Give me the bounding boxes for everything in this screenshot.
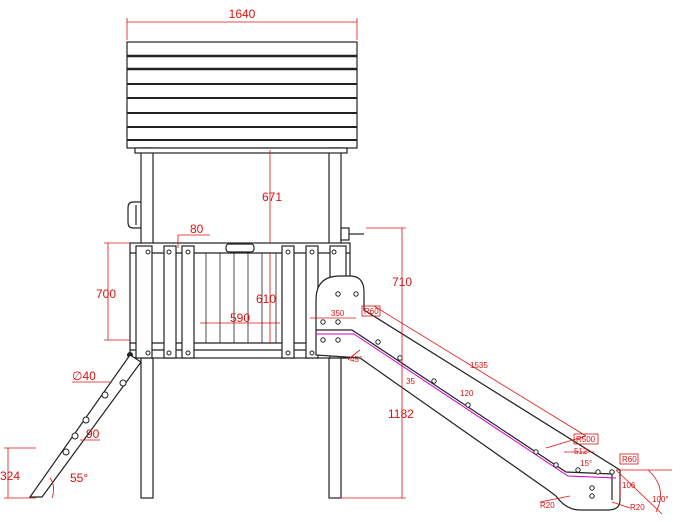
roof-panel — [126, 41, 358, 149]
slide-centerline — [316, 333, 617, 479]
dimension-ladder: ∅40 90 324 55° — [0, 369, 110, 499]
label-15deg: 15° — [580, 459, 592, 468]
roof-slats — [127, 54, 357, 141]
slide-holes — [320, 291, 615, 499]
dimension-slide: 350 R60 45° 35 120 1535 R500 512 15° R60… — [310, 305, 672, 515]
label-1182: 1182 — [388, 407, 414, 421]
dimension-700: 700 — [96, 242, 130, 341]
dimension-post-height: 671 — [262, 150, 282, 243]
label-710: 710 — [392, 275, 412, 289]
label-700: 700 — [96, 287, 116, 301]
label-1640: 1640 — [229, 7, 256, 21]
label-45deg: 45° — [350, 355, 362, 364]
label-610: 610 — [256, 292, 276, 306]
dimension-710-1182: 710 1182 — [340, 227, 414, 499]
label-100deg: 100° — [652, 495, 669, 504]
label-r500: R500 — [576, 435, 596, 444]
ladder-rung-holes — [62, 379, 127, 456]
label-590: 590 — [230, 311, 250, 325]
roof-beam — [134, 147, 348, 154]
dimension-roof-width: 1640 — [126, 7, 358, 40]
dimension-80: 80 — [177, 222, 210, 248]
dimension-610: 610 — [256, 253, 276, 343]
label-80: 80 — [190, 222, 204, 236]
label-106: 106 — [622, 481, 636, 490]
label-1535: 1535 — [470, 361, 488, 370]
fence-handle-slot — [225, 243, 255, 253]
label-35: 35 — [406, 377, 415, 386]
label-r20-left: R20 — [540, 501, 555, 510]
left-handle — [127, 201, 141, 229]
right-handle-block — [340, 227, 350, 241]
label-ladder-step: 90 — [86, 427, 100, 441]
label-120: 120 — [460, 389, 474, 398]
ladder-rail — [28, 354, 142, 498]
ladder — [28, 354, 142, 498]
label-ladder-diameter: ∅40 — [72, 369, 96, 383]
label-r60-bottom: R60 — [622, 455, 637, 464]
dimension-590: 590 — [200, 311, 280, 325]
label-350: 350 — [331, 309, 345, 318]
slide-bed-line — [316, 329, 613, 500]
label-671: 671 — [262, 190, 282, 204]
label-r60-top: R60 — [364, 307, 379, 316]
label-324: 324 — [0, 469, 20, 483]
fence-panel — [127, 242, 351, 359]
label-r20-right: R20 — [630, 503, 645, 512]
label-512: 512 — [574, 447, 588, 456]
roof — [126, 41, 358, 149]
label-ladder-angle: 55° — [70, 471, 88, 485]
